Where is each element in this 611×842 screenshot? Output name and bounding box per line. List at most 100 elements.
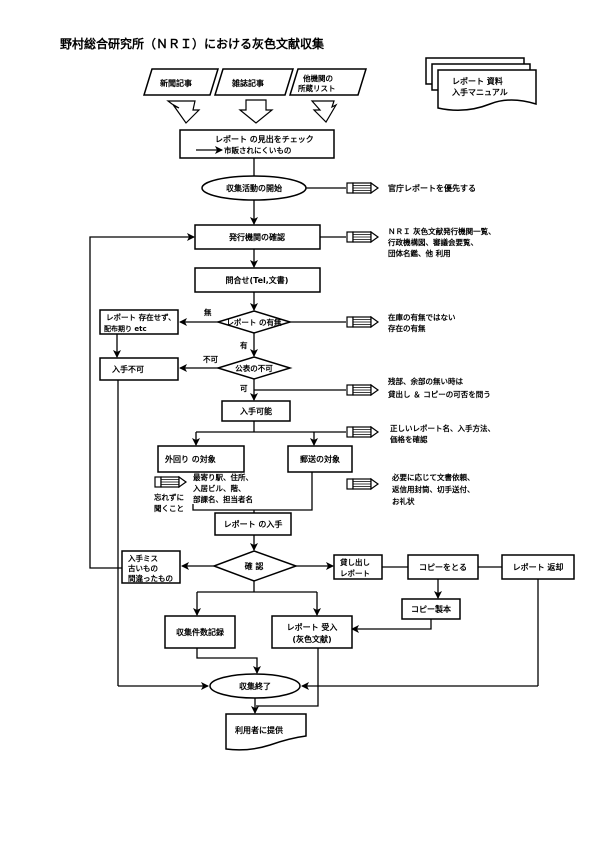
svg-text:レポート の入手: レポート の入手 (224, 519, 283, 529)
edge-label-yes: 有 (240, 340, 248, 350)
pencil-icon (346, 231, 379, 243)
node-return-report: レポート 返却 (501, 554, 575, 580)
svg-text:発行機関の確認: 発行機関の確認 (228, 232, 285, 242)
node-copy-binding: コピー製本 (401, 598, 461, 620)
node-collection-end: 収集終了 (209, 673, 301, 699)
edge-label-none: 無 (204, 307, 212, 317)
svg-text:正しいレポート名、入手方法、: 正しいレポート名、入手方法、 (390, 423, 495, 433)
node-inquiry: 問合せ(Tel,文書) (194, 267, 321, 293)
decision-report-exists: レポート の有無 (215, 310, 293, 334)
svg-text:ＮＲＩ 灰色文献発行機関一覧、: ＮＲＩ 灰色文献発行機関一覧、 (388, 226, 496, 236)
svg-text:貸出し ＆ コピーの可否を問う: 貸出し ＆ コピーの可否を問う (387, 389, 491, 399)
svg-text:聞くこと: 聞くこと (154, 503, 184, 513)
pencil-icon (154, 476, 187, 488)
svg-text:収集活動の開始: 収集活動の開始 (226, 183, 282, 193)
svg-text:返信用封筒、切手送付、: 返信用封筒、切手送付、 (392, 484, 475, 494)
svg-text:レポート 資料: レポート 資料 (452, 76, 503, 86)
note-visit-items: 最寄り駅、住所、 入居ビル、階、 部課名、担当者名 (192, 472, 253, 504)
svg-text:外回り の対象: 外回り の対象 (165, 454, 216, 464)
chart-title: 野村総合研究所（ＮＲＩ）における灰色文献収集 (60, 36, 325, 51)
svg-text:存在の有無: 存在の有無 (387, 323, 426, 333)
svg-text:公表の不可: 公表の不可 (235, 363, 273, 373)
node-take-copy: コピーをとる (407, 554, 479, 580)
hollow-arrow-left (166, 100, 201, 124)
svg-text:お礼状: お礼状 (392, 496, 415, 506)
svg-text:団体名鑑、他 利用: 団体名鑑、他 利用 (388, 248, 451, 258)
source-newspaper: 新聞記事 (142, 68, 220, 96)
svg-text:間違ったもの: 間違ったもの (128, 573, 173, 583)
svg-text:必要に応じて文書依頼、: 必要に応じて文書依頼、 (391, 472, 475, 482)
pencil-icon (346, 478, 379, 490)
svg-text:レポート 存在せず、: レポート 存在せず、 (106, 312, 176, 322)
note-document-request: 必要に応じて文書依頼、 返信用封筒、切手送付、 お礼状 (391, 472, 475, 506)
note-visit-remember: 忘れずに 聞くこと (154, 492, 184, 513)
svg-text:所蔵リスト: 所蔵リスト (298, 83, 336, 93)
svg-text:郵送の対象: 郵送の対象 (300, 454, 340, 464)
hollow-arrow-middle (238, 99, 274, 124)
hollow-arrow-right (310, 100, 338, 123)
svg-text:入居ビル、階、: 入居ビル、階、 (192, 483, 246, 493)
svg-text:行政機構図、審議会要覧、: 行政機構図、審議会要覧、 (387, 237, 478, 247)
svg-text:残部、余部の無い時は: 残部、余部の無い時は (388, 376, 463, 386)
svg-text:価格を確認: 価格を確認 (389, 434, 428, 444)
svg-text:入手可能: 入手可能 (239, 406, 272, 416)
svg-text:忘れずに: 忘れずに (154, 492, 184, 502)
svg-text:レポート 返却: レポート 返却 (513, 562, 564, 572)
pencil-icon (346, 316, 379, 328)
svg-text:在庫の有無ではない: 在庫の有無ではない (388, 312, 456, 322)
svg-text:問合せ(Tel,文書): 問合せ(Tel,文書) (226, 275, 289, 285)
manual-documents: レポート 資料 入手マニュアル (425, 57, 537, 111)
node-not-exist: レポート 存在せず、 配布期り etc (99, 309, 179, 335)
note-government-priority: 官庁レポートを優先する (388, 183, 476, 193)
node-receive-report: レポート 受入 (灰色文献) (271, 615, 353, 649)
svg-text:配布期り etc: 配布期り etc (104, 324, 147, 333)
decision-confirm: 確 認 (211, 550, 299, 582)
svg-text:古いもの: 古いもの (128, 563, 158, 573)
svg-text:コピーをとる: コピーをとる (419, 562, 467, 572)
node-obtain-report: レポート の入手 (214, 512, 292, 536)
edge-label-ok: 可 (240, 384, 248, 393)
svg-text:部課名、担当者名: 部課名、担当者名 (193, 494, 253, 504)
node-loan-report: 貸し出し レポート (333, 554, 383, 580)
note-existence: 在庫の有無ではない 存在の有無 (387, 312, 456, 333)
svg-text:コピー製本: コピー製本 (411, 604, 451, 614)
node-mail-target: 郵送の対象 (287, 445, 353, 473)
pencil-icon (346, 384, 379, 396)
node-start-collection: 収集活動の開始 (201, 175, 307, 201)
pencil-icon (346, 426, 379, 438)
svg-text:貸し出し: 貸し出し (339, 557, 370, 567)
svg-text:入手不可: 入手不可 (111, 364, 144, 374)
svg-text:(灰色文献): (灰色文献) (292, 634, 331, 644)
svg-text:入手ミス: 入手ミス (127, 553, 158, 563)
note-remaining-stock: 残部、余部の無い時は 貸出し ＆ コピーの可否を問う (387, 376, 491, 399)
svg-text:確 認: 確 認 (245, 561, 264, 571)
svg-text:レポート: レポート (340, 568, 370, 578)
note-correct-name: 正しいレポート名、入手方法、 価格を確認 (389, 423, 495, 444)
svg-text:収集件数記録: 収集件数記録 (176, 627, 225, 637)
svg-text:市販されにくいもの: 市販されにくいもの (224, 145, 291, 155)
source-magazine: 雑誌記事 (213, 68, 295, 96)
note-publisher-list: ＮＲＩ 灰色文献発行機関一覧、 行政機構図、審議会要覧、 団体名鑑、他 利用 (387, 226, 496, 258)
decision-public-ok: 公表の不可 (215, 356, 293, 380)
node-provide-users: 利用者に提供 (225, 713, 307, 751)
node-check-headline: レポート の見出をチェック 市販されにくいもの (179, 129, 335, 159)
svg-text:レポート の見出をチェック: レポート の見出をチェック (215, 134, 314, 144)
svg-text:レポート の有無: レポート の有無 (226, 317, 282, 327)
node-mistake: 入手ミス 古いもの 間違ったもの (121, 550, 181, 584)
svg-text:利用者に提供: 利用者に提供 (234, 725, 283, 735)
svg-text:入手マニュアル: 入手マニュアル (451, 87, 508, 97)
svg-text:他機関の: 他機関の (302, 73, 333, 83)
svg-text:雑誌記事: 雑誌記事 (231, 78, 264, 88)
node-available: 入手可能 (221, 400, 291, 422)
node-visit-target: 外回り の対象 (157, 445, 245, 473)
svg-text:最寄り駅、住所、: 最寄り駅、住所、 (193, 472, 253, 482)
edge-label-not-ok: 不可 (203, 355, 218, 364)
svg-text:収集終了: 収集終了 (239, 681, 271, 691)
pencil-icon (346, 182, 379, 194)
source-other-institution: 他機関の 所蔵リスト (288, 68, 368, 96)
svg-text:新聞記事: 新聞記事 (160, 78, 192, 88)
node-record-count: 収集件数記録 (164, 615, 236, 649)
node-confirm-publisher: 発行機関の確認 (194, 224, 321, 250)
node-unavailable: 入手不可 (99, 357, 179, 381)
